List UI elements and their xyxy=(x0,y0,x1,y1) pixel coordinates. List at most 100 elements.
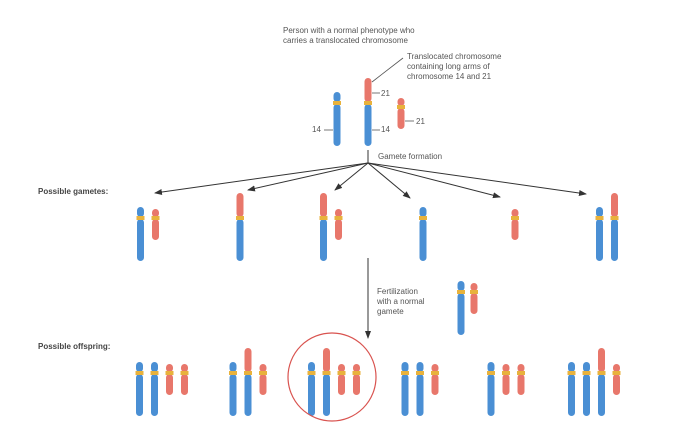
gamete-3-chr-2-centromere xyxy=(334,216,343,220)
gamete-3-chr-1-21-arm xyxy=(320,193,327,217)
normal-gamete-chr14-short-arm xyxy=(457,281,465,291)
label-chr14-left: 14 xyxy=(312,125,321,134)
offspring-1-chr-1-long-arm xyxy=(136,374,143,416)
offspring-4-chr-2-centromere xyxy=(416,371,424,375)
offspring-6-chr-4-long-arm xyxy=(613,374,620,395)
gamete-1-chr-2-short-arm xyxy=(152,209,159,217)
normal-gamete-chr21-centromere xyxy=(470,290,478,294)
offspring-6-chr-3-21-arm xyxy=(598,348,605,372)
gamete-5-chr-1-centromere xyxy=(511,216,519,220)
offspring-1-chr-2-short-arm xyxy=(151,362,158,372)
gamete-4-chr-1-short-arm xyxy=(419,207,427,217)
gamete-arrow-1 xyxy=(154,162,369,195)
offspring-3-chr-2-21-arm xyxy=(323,348,330,372)
offspring-3-chr-3-short-arm xyxy=(338,364,345,372)
gamete-arrow-6 xyxy=(367,162,587,196)
offspring-6-chr-1-short-arm xyxy=(568,362,575,372)
parent-chr14-long-arm xyxy=(333,104,341,146)
offspring-3-chr-1-short-arm xyxy=(308,362,315,372)
fertilization-1: Fertilization xyxy=(377,287,418,296)
offspring-6-chr-1-long-arm xyxy=(568,374,575,416)
gamete-6-chr-1-short-arm xyxy=(596,207,603,217)
parent-chr21-centromere xyxy=(397,105,405,109)
parent-chr21-short-arm xyxy=(397,98,405,106)
gamete-6-chr-2-centromere xyxy=(610,216,619,220)
offspring-3-chr-3-long-arm xyxy=(338,374,345,395)
offspring-5-chr-3-short-arm xyxy=(517,364,525,372)
offspring-6-chr-1-centromere xyxy=(567,371,576,375)
normal-gamete-chr14-long-arm xyxy=(457,293,465,335)
offspring-4-chr-3-short-arm xyxy=(431,364,439,372)
offspring-3-chr-1-centromere xyxy=(307,371,316,375)
offspring-2-chr-2-centromere xyxy=(244,371,252,375)
offspring-4-chr-2-long-arm xyxy=(416,374,424,416)
offspring-6-chr-2-short-arm xyxy=(583,362,590,372)
offspring-6-chr-4-short-arm xyxy=(613,364,620,372)
parent-chr14-centromere xyxy=(333,101,341,105)
offspring-1-chr-3-centromere xyxy=(165,371,174,375)
gamete-2-chr-1-14-arm xyxy=(236,219,244,261)
offspring-1-chr-2-centromere xyxy=(150,371,159,375)
gamete-5-chr-1-long-arm xyxy=(511,219,519,240)
offspring-5-chr-2-centromere xyxy=(502,371,510,375)
gamete-1-chr-1-short-arm xyxy=(137,207,144,217)
label-chr21-right: 21 xyxy=(416,117,425,126)
offspring-1-chr-3-long-arm xyxy=(166,374,173,395)
offspring-3-chr-2-14-arm xyxy=(323,374,330,416)
gamete-arrow-5 xyxy=(367,162,501,199)
offspring-3-chr-4-centromere xyxy=(352,371,361,375)
offspring-2-chr-3-centromere xyxy=(259,371,267,375)
parent-caption-1: Person with a normal phenotype who xyxy=(283,26,415,35)
offspring-1-chr-3-short-arm xyxy=(166,364,173,372)
offspring-4-chr-1-centromere xyxy=(401,371,409,375)
gamete-4-chr-1-long-arm xyxy=(419,219,427,261)
parent-translocation-14-arm xyxy=(364,104,372,146)
gamete-6-chr-2-14-arm xyxy=(611,219,618,261)
gamete-3-chr-1-centromere xyxy=(319,216,328,220)
parent-chr14-short-arm xyxy=(333,92,341,102)
offspring-5-chr-2-short-arm xyxy=(502,364,510,372)
offspring-2-chr-1-long-arm xyxy=(229,374,237,416)
offspring-5-chr-1-short-arm xyxy=(487,362,495,372)
translocation-pointer xyxy=(371,57,404,83)
gamete-2-chr-1-centromere xyxy=(236,216,244,220)
label-chr21-top: 21 xyxy=(381,89,390,98)
gamete-1-chr-1-long-arm xyxy=(137,219,144,261)
gamete-1-chr-1-centromere xyxy=(136,216,145,220)
normal-gamete-chr21-long-arm xyxy=(470,293,478,314)
gamete-3-chr-2-short-arm xyxy=(335,209,342,217)
offspring-5-chr-1-centromere xyxy=(487,371,495,375)
gamete-6-chr-1-centromere xyxy=(595,216,604,220)
normal-gamete-chr21-short-arm xyxy=(470,283,478,291)
offspring-1-chr-2-long-arm xyxy=(151,374,158,416)
offspring-6-chr-4-centromere xyxy=(612,371,621,375)
offspring-3-chr-2-centromere xyxy=(322,371,331,375)
gamete-5-chr-1-short-arm xyxy=(511,209,519,217)
translocation-note-2: containing long arms of xyxy=(407,62,490,71)
normal-gamete-chr14-centromere xyxy=(457,290,465,294)
parent-translocation-centromere xyxy=(364,101,372,105)
offspring-5-chr-1-long-arm xyxy=(487,374,495,416)
offspring-3-chr-3-centromere xyxy=(337,371,346,375)
offspring-3-chr-4-long-arm xyxy=(353,374,360,395)
label-chr14-right: 14 xyxy=(381,125,390,134)
offspring-1-chr-4-centromere xyxy=(180,371,189,375)
offspring-6-chr-2-centromere xyxy=(582,371,591,375)
offspring-6-chr-3-14-arm xyxy=(598,374,605,416)
offspring-1-chr-4-short-arm xyxy=(181,364,188,372)
gamete-arrow-4 xyxy=(367,162,411,199)
offspring-label: Possible offspring: xyxy=(38,342,111,351)
offspring-1-chr-4-long-arm xyxy=(181,374,188,395)
offspring-6-chr-2-long-arm xyxy=(583,374,590,416)
gamete-6-chr-1-long-arm xyxy=(596,219,603,261)
offspring-2-chr-3-short-arm xyxy=(259,364,267,372)
offspring-1-chr-1-short-arm xyxy=(136,362,143,372)
offspring-2-chr-1-centromere xyxy=(229,371,237,375)
highlight-circle xyxy=(287,332,377,422)
gamete-arrow-2 xyxy=(247,162,369,192)
offspring-4-chr-3-long-arm xyxy=(431,374,439,395)
offspring-3-chr-4-short-arm xyxy=(353,364,360,372)
gamete-3-chr-1-14-arm xyxy=(320,219,327,261)
gamete-3-chr-2-long-arm xyxy=(335,219,342,240)
